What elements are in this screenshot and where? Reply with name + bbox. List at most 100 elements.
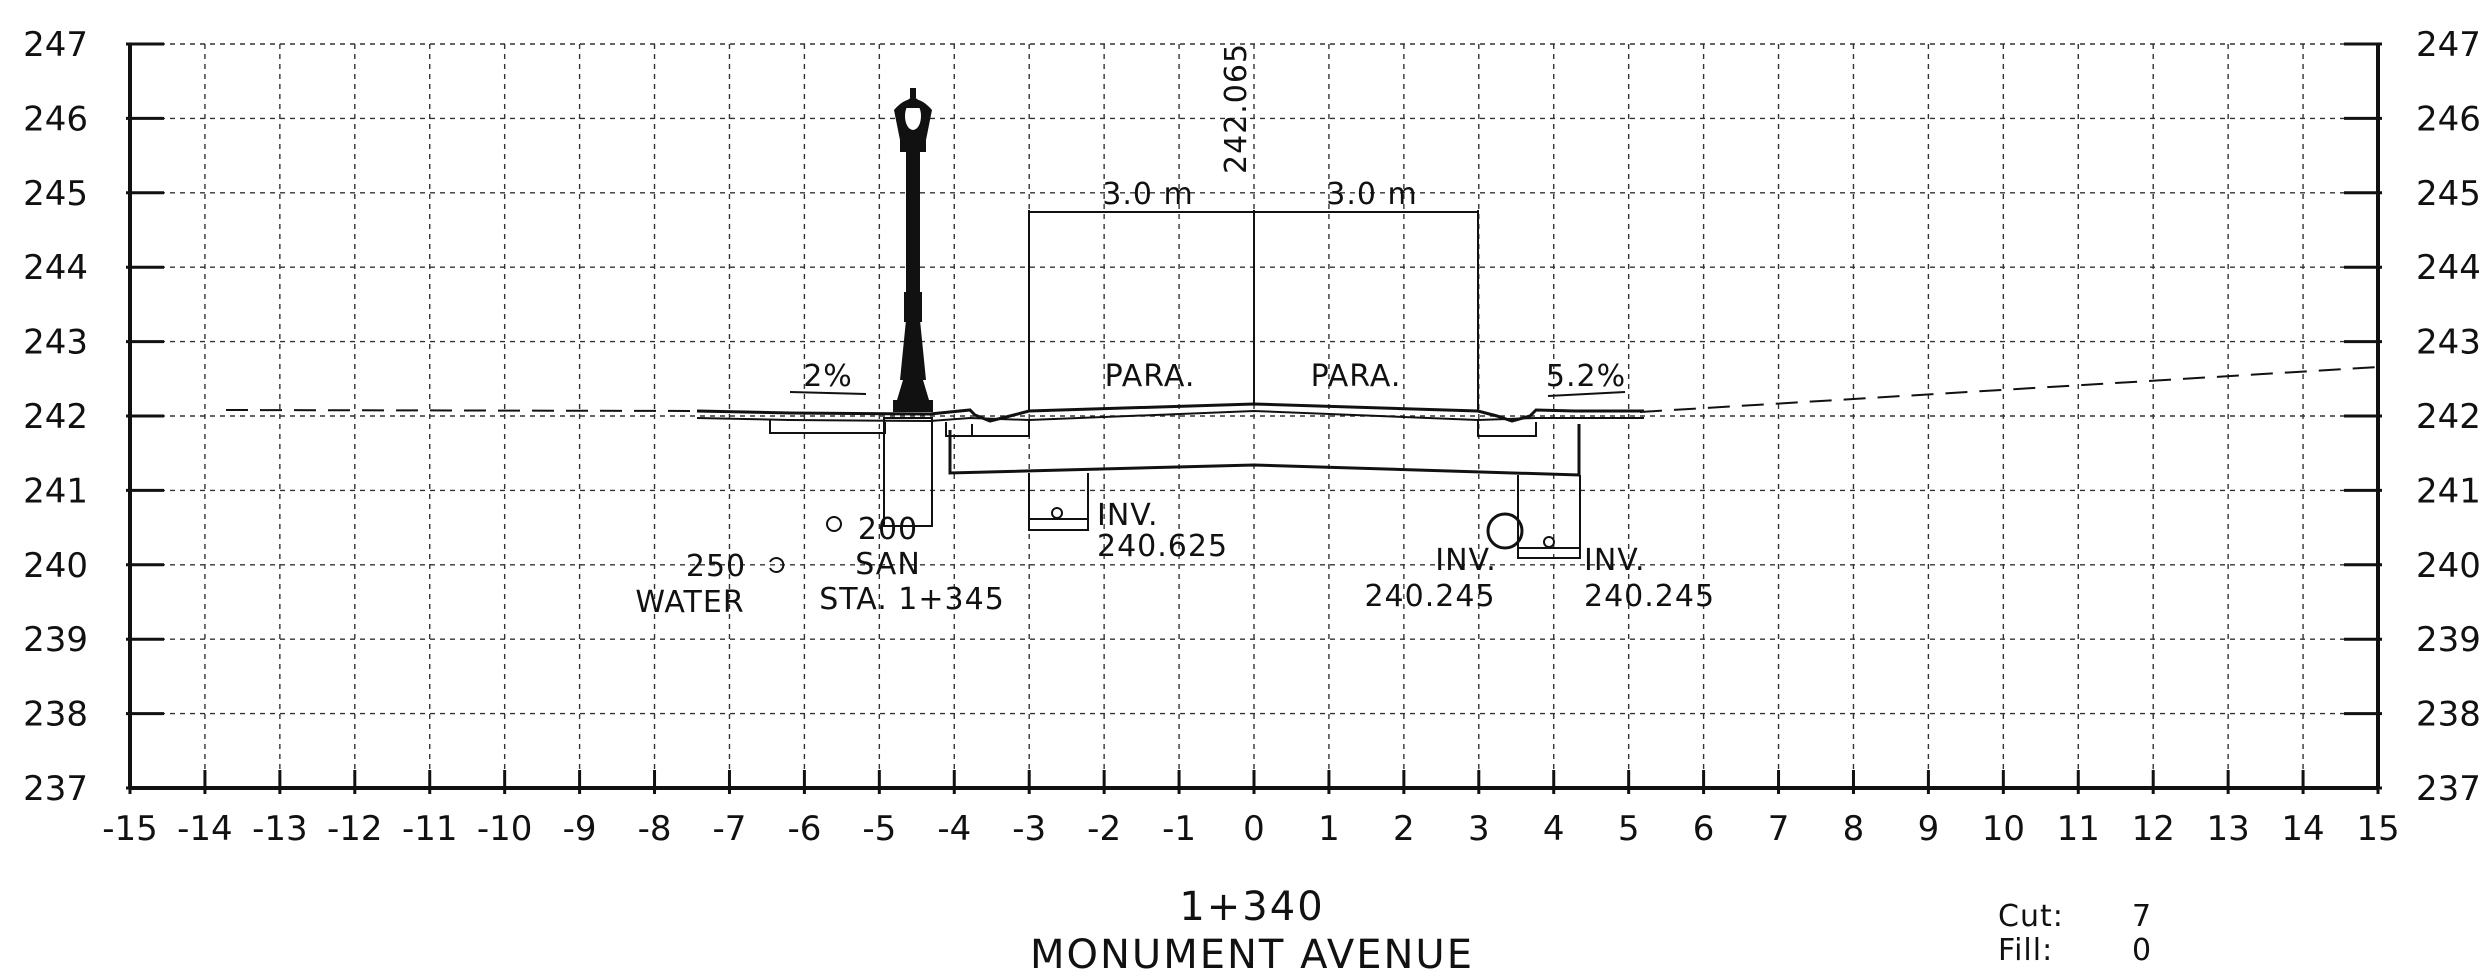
road-profile xyxy=(696,210,1644,477)
x-tick-label: -14 xyxy=(177,809,233,849)
x-tick-label: -4 xyxy=(937,809,971,849)
right-lane-width: 3.0 m xyxy=(1326,177,1417,212)
x-tick-label: -9 xyxy=(563,809,597,849)
x-tick-label: -2 xyxy=(1087,809,1121,849)
x-tick-label: -10 xyxy=(477,809,533,849)
san-station: STA. 1+345 xyxy=(819,582,1005,617)
axes xyxy=(126,42,2382,794)
street-name-title: MONUMENT AVENUE xyxy=(1030,932,1474,978)
x-tick-label: 1 xyxy=(1318,809,1340,849)
y-tick-label-left: 241 xyxy=(23,471,88,511)
inv-mid-value: 240.245 xyxy=(1364,579,1495,614)
y-tick-label-left: 239 xyxy=(23,620,88,660)
y-tick-label-right: 239 xyxy=(2416,620,2481,660)
x-tick-label: -8 xyxy=(638,809,672,849)
y-tick-label-right: 245 xyxy=(2416,174,2481,214)
right-curb-base xyxy=(1477,420,1537,437)
fill-label: Fill: xyxy=(1998,933,2053,968)
inv-left-label: INV. xyxy=(1097,498,1158,533)
x-tick-label: 7 xyxy=(1768,809,1790,849)
cut-value: 7 xyxy=(2132,899,2152,934)
y-tick-label-right: 242 xyxy=(2416,397,2481,437)
x-tick-label: -7 xyxy=(713,809,747,849)
right-inv-trench xyxy=(1517,475,1581,559)
y-tick-label-right: 238 xyxy=(2416,695,2481,735)
x-tick-label: -5 xyxy=(862,809,896,849)
y-tick-label-left: 238 xyxy=(23,695,88,735)
y-tick-label-right: 237 xyxy=(2416,769,2481,809)
lane-dimension-lines xyxy=(1028,210,1479,411)
inv-right-label: INV. xyxy=(1584,543,1645,578)
x-tick-label: -6 xyxy=(787,809,821,849)
x-tick-label: -3 xyxy=(1012,809,1046,849)
x-tick-label: 15 xyxy=(2356,809,2399,849)
slope-indicators xyxy=(789,391,1626,397)
y-tick-label-left: 245 xyxy=(23,174,88,214)
y-tick-label-right: 244 xyxy=(2416,248,2481,288)
san-label: SAN xyxy=(855,547,921,582)
cut-label: Cut: xyxy=(1998,899,2064,934)
y-tick-label-right: 246 xyxy=(2416,99,2481,139)
y-tick-label-left: 242 xyxy=(23,397,88,437)
x-tick-label: 13 xyxy=(2207,809,2250,849)
y-tick-label-left: 237 xyxy=(23,769,88,809)
x-tick-label: 3 xyxy=(1468,809,1490,849)
x-tick-label: 0 xyxy=(1243,809,1265,849)
x-tick-label: 14 xyxy=(2281,809,2324,849)
left-lane-width: 3.0 m xyxy=(1102,177,1193,212)
inv-mid-label: INV. xyxy=(1435,543,1496,578)
x-tick-label: 12 xyxy=(2132,809,2175,849)
x-tick-label: 11 xyxy=(2057,809,2100,849)
right-inv-pipe xyxy=(1543,536,1555,548)
x-tick-label: -15 xyxy=(102,809,158,849)
san-pipe xyxy=(826,516,842,532)
fill-value: 0 xyxy=(2132,933,2152,968)
y-tick-label-left: 247 xyxy=(23,25,88,65)
x-tick-label: 4 xyxy=(1543,809,1565,849)
x-tick-label: 5 xyxy=(1618,809,1640,849)
finished-surface xyxy=(696,402,1644,423)
subbase-bottom xyxy=(948,424,1581,477)
y-tick-label-left: 244 xyxy=(23,248,88,288)
left-inv-pipe xyxy=(1051,507,1063,519)
san-size: 200 xyxy=(858,512,918,547)
utility-trenches xyxy=(769,417,1581,573)
y-tick-label-right: 247 xyxy=(2416,25,2481,65)
existing-ground-line xyxy=(225,366,2379,413)
station-title: 1+340 xyxy=(1179,884,1324,930)
left-curb-base xyxy=(945,420,1030,437)
y-tick-label-left: 243 xyxy=(23,323,88,363)
inv-left-value: 240.625 xyxy=(1097,529,1228,564)
left-lane-label: PARA. xyxy=(1105,359,1196,394)
x-tick-label: 8 xyxy=(1843,809,1865,849)
x-tick-label: -12 xyxy=(327,809,383,849)
x-tick-label: 6 xyxy=(1693,809,1715,849)
san-trench xyxy=(883,417,933,527)
street-lamp-icon xyxy=(893,88,933,412)
x-tick-label: 9 xyxy=(1918,809,1940,849)
right-cross-slope: 5.2% xyxy=(1546,359,1626,394)
x-tick-label: -1 xyxy=(1162,809,1196,849)
y-tick-label-right: 241 xyxy=(2416,471,2481,511)
x-tick-label: 10 xyxy=(1982,809,2025,849)
y-tick-label-right: 243 xyxy=(2416,323,2481,363)
storm-pipe xyxy=(1486,512,1524,550)
water-pipe xyxy=(769,557,785,573)
x-tick-label: 2 xyxy=(1393,809,1415,849)
right-lane-label: PARA. xyxy=(1311,359,1402,394)
x-tick-label: -13 xyxy=(252,809,308,849)
water-label: WATER xyxy=(635,585,744,620)
water-size: 250 xyxy=(686,549,746,584)
y-tick-label-left: 246 xyxy=(23,99,88,139)
centerline-elevation: 242.065 xyxy=(1219,43,1254,174)
left-cross-slope: 2% xyxy=(803,359,853,394)
x-tick-label: -11 xyxy=(402,809,458,849)
drawing-annotations: 242.065 3.0 m 3.0 m PARA. PARA. 2% 5.2% … xyxy=(635,43,1714,620)
left-sidewalk-base xyxy=(769,420,886,434)
y-axis-right-tick-labels: 237 238 239 240 241 242 243 244 245 246 247 xyxy=(2416,25,2481,809)
left-inv-trench xyxy=(1028,473,1089,531)
y-tick-label-right: 240 xyxy=(2416,546,2481,586)
